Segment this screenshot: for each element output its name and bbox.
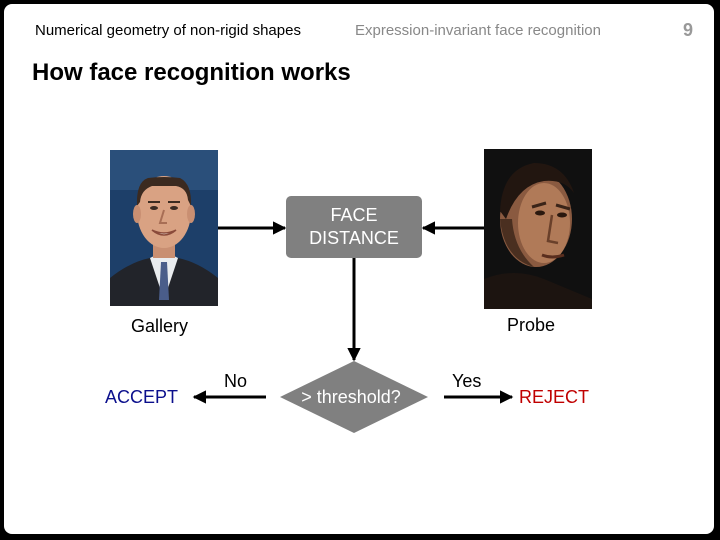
reject-label: REJECT	[519, 387, 589, 408]
yes-label: Yes	[452, 371, 481, 392]
no-label: No	[224, 371, 247, 392]
accept-label: ACCEPT	[105, 387, 178, 408]
flow-diagram	[4, 4, 714, 534]
face-distance-label: FACE DISTANCE	[299, 204, 409, 250]
face-distance-box: FACE DISTANCE	[286, 196, 422, 258]
gallery-label: Gallery	[131, 316, 188, 337]
slide: Numerical geometry of non-rigid shapes E…	[4, 4, 714, 534]
probe-label: Probe	[507, 315, 555, 336]
decision-label: > threshold?	[274, 387, 428, 408]
